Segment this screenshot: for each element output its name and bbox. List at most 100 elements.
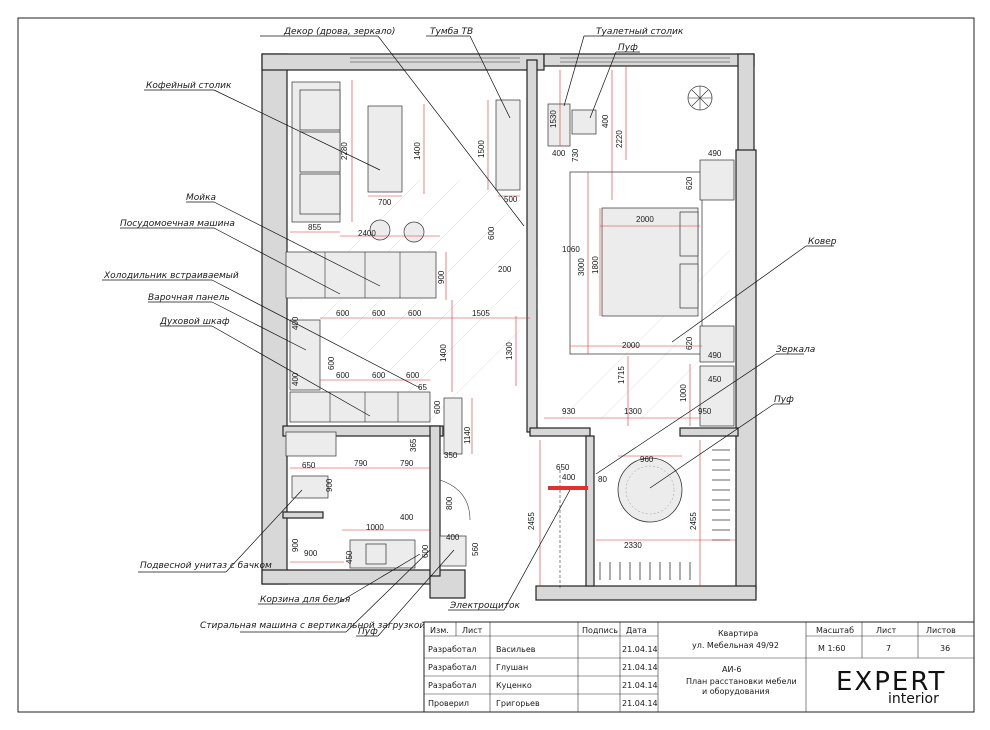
dim-2330: 2330: [624, 541, 642, 550]
dim-2220: 2220: [615, 130, 624, 148]
dim-900-c: 900: [291, 538, 300, 552]
row4-name: Григорьев: [496, 699, 540, 708]
dim-900-d: 900: [304, 549, 318, 558]
dim-960: 960: [640, 455, 654, 464]
dim-1400: 1400: [413, 142, 422, 160]
tv-stand: [495, 99, 521, 191]
dim-2000-b: 2000: [622, 341, 640, 350]
label-sink: Мойка: [186, 193, 216, 203]
dim-450-b: 450: [708, 375, 722, 384]
dim-600-e: 600: [327, 356, 336, 370]
dim-1500: 1500: [477, 140, 486, 158]
dim-700: 700: [378, 198, 392, 207]
dressing-table: [547, 103, 571, 147]
label-fridge: Холодильник встраиваемый: [103, 271, 239, 281]
leader-lines: [102, 35, 834, 637]
header-list: Лист: [462, 626, 483, 635]
dim-600-h: 600: [406, 371, 420, 380]
doc-title-1: План расстановки мебели: [686, 677, 797, 686]
toilet: [291, 475, 329, 499]
dim-600-j: 600: [421, 544, 430, 558]
dim-900: 900: [437, 270, 446, 284]
label-toilet-text: Подвесной унитаз с бачком: [140, 561, 272, 571]
header-sheet: Лист: [876, 626, 897, 635]
dim-1300: 1300: [505, 342, 514, 360]
dim-1505: 1505: [472, 309, 490, 318]
label-pouf-bottom: Пуф: [358, 627, 378, 637]
dim-1140: 1140: [463, 426, 472, 444]
dim-620: 620: [685, 176, 694, 190]
electric-panel: [548, 486, 588, 490]
value-scale: М 1:60: [818, 644, 845, 653]
annotation-labels: Декор (дрова, зеркало) Тумба ТВ Туалетны…: [103, 27, 837, 637]
logo-interior: interior: [888, 691, 939, 707]
header-scale: Масштаб: [816, 626, 854, 635]
project-line-1: Квартира: [718, 629, 758, 638]
label-toilet: Подвесной унитаз с бачком: [140, 561, 272, 571]
kitchen-island: [285, 251, 437, 299]
furniture: [285, 81, 735, 590]
row2-date: 21.04.14: [622, 663, 658, 672]
dim-400-e: 400: [552, 149, 566, 158]
label-coffee-table: Кофейный столик: [146, 81, 232, 91]
dim-900-b: 900: [325, 478, 334, 492]
dim-365: 365: [409, 438, 418, 452]
dim-80: 80: [598, 475, 607, 484]
row4-role: Проверил: [428, 699, 469, 708]
label-carpet: Ковер: [808, 237, 837, 247]
coffee-table: [367, 105, 403, 193]
dim-2280: 2280: [340, 142, 349, 160]
row4-date: 21.04.14: [622, 699, 658, 708]
header-izm: Изм.: [430, 626, 449, 635]
dim-200: 200: [498, 265, 512, 274]
dim-650-b: 650: [556, 463, 570, 472]
label-laundry-basket: Корзина для белья: [260, 595, 351, 605]
label-dishwasher: Посудомоечная машина: [120, 219, 235, 229]
dim-855: 855: [308, 223, 322, 232]
dim-950: 950: [698, 407, 712, 416]
dim-800: 800: [445, 496, 454, 510]
kitchen-counter: [289, 391, 431, 423]
value-sheet: 7: [886, 644, 891, 653]
label-dressing-table: Туалетный столик: [596, 27, 684, 37]
dim-490-b: 490: [708, 351, 722, 360]
dim-1530: 1530: [549, 110, 558, 128]
label-decor: Декор (дрова, зеркало): [283, 27, 395, 37]
dim-600-b: 600: [336, 309, 350, 318]
dim-1000: 1000: [366, 523, 384, 532]
dim-730: 730: [571, 148, 580, 162]
dim-790-b: 790: [400, 459, 414, 468]
dim-1060: 1060: [562, 245, 580, 254]
dim-600-c: 600: [372, 309, 386, 318]
dim-600-d: 600: [408, 309, 422, 318]
doc-code: АИ-6: [722, 665, 741, 674]
row2-name: Глушан: [496, 663, 528, 672]
label-pouf-top: Пуф: [618, 43, 638, 53]
dim-3000: 3000: [577, 258, 586, 276]
label-pouf-right: Пуф: [774, 395, 794, 405]
dim-350: 350: [444, 451, 458, 460]
dim-65: 65: [418, 383, 427, 392]
dim-1300-b: 1300: [624, 407, 642, 416]
label-hob: Варочная панель: [148, 293, 230, 303]
row2-role: Разработал: [428, 663, 476, 672]
header-date: Дата: [626, 626, 647, 635]
row1-role: Разработал: [428, 645, 476, 654]
label-tv-stand: Тумба ТВ: [430, 27, 473, 37]
row1-name: Васильев: [496, 645, 536, 654]
dim-1000-b: 1000: [679, 384, 688, 402]
title-block: Изм. Лист Подпись Дата Разработал Василь…: [423, 621, 975, 713]
dim-1400-b: 1400: [439, 344, 448, 362]
dim-500: 500: [504, 195, 518, 204]
dim-790-a: 790: [354, 459, 368, 468]
value-sheets: 36: [940, 644, 950, 653]
dim-2455: 2455: [527, 512, 536, 530]
row3-date: 21.04.14: [622, 681, 658, 690]
dim-400-g: 400: [562, 473, 576, 482]
dim-2455-b: 2455: [689, 512, 698, 530]
dim-400-f: 400: [601, 114, 610, 128]
dim-600: 600: [487, 226, 496, 240]
dim-400-b: 400: [291, 372, 300, 386]
row3-name: Куценко: [496, 681, 532, 690]
walls: [261, 53, 757, 601]
